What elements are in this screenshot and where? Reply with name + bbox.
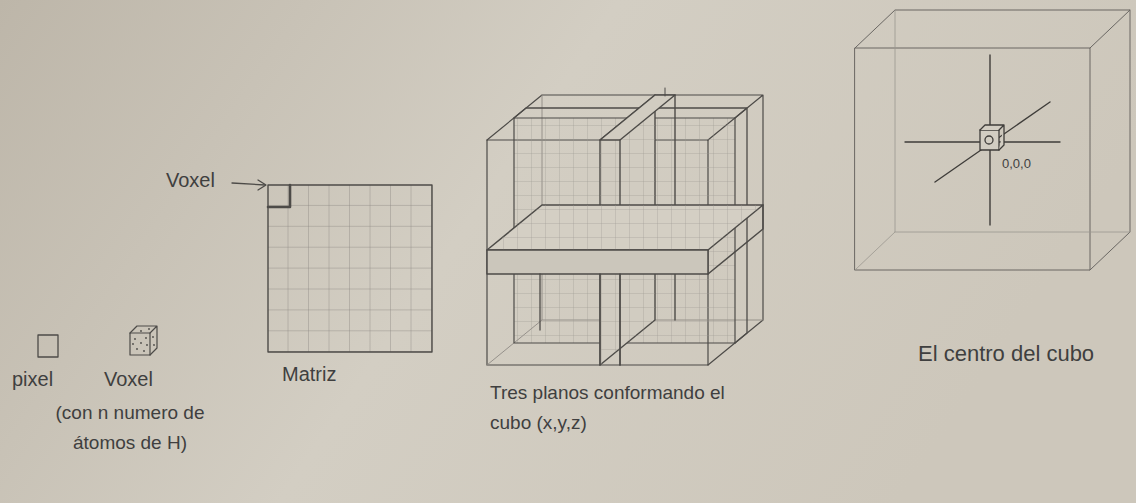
matrix-label: Matriz bbox=[282, 362, 372, 386]
origin-coordinate: 0,0,0 bbox=[1002, 156, 1052, 172]
pixel-label: pixel bbox=[12, 367, 76, 391]
center-cube bbox=[855, 10, 1130, 270]
pixel-square bbox=[38, 335, 58, 357]
pointer-label: Voxel bbox=[166, 168, 230, 192]
voxel-cube bbox=[130, 326, 157, 355]
pointer-arrow bbox=[232, 180, 266, 190]
cube-caption: Tres planos conformando el cubo (x,y,z) bbox=[490, 378, 725, 438]
voxel-label: Voxel bbox=[104, 367, 174, 391]
three-plane-cube bbox=[487, 88, 763, 365]
voxel-note: (con n numero de átomos de H) bbox=[55, 398, 205, 458]
center-caption: El centro del cubo bbox=[918, 340, 1128, 368]
matrix-grid bbox=[268, 185, 432, 352]
